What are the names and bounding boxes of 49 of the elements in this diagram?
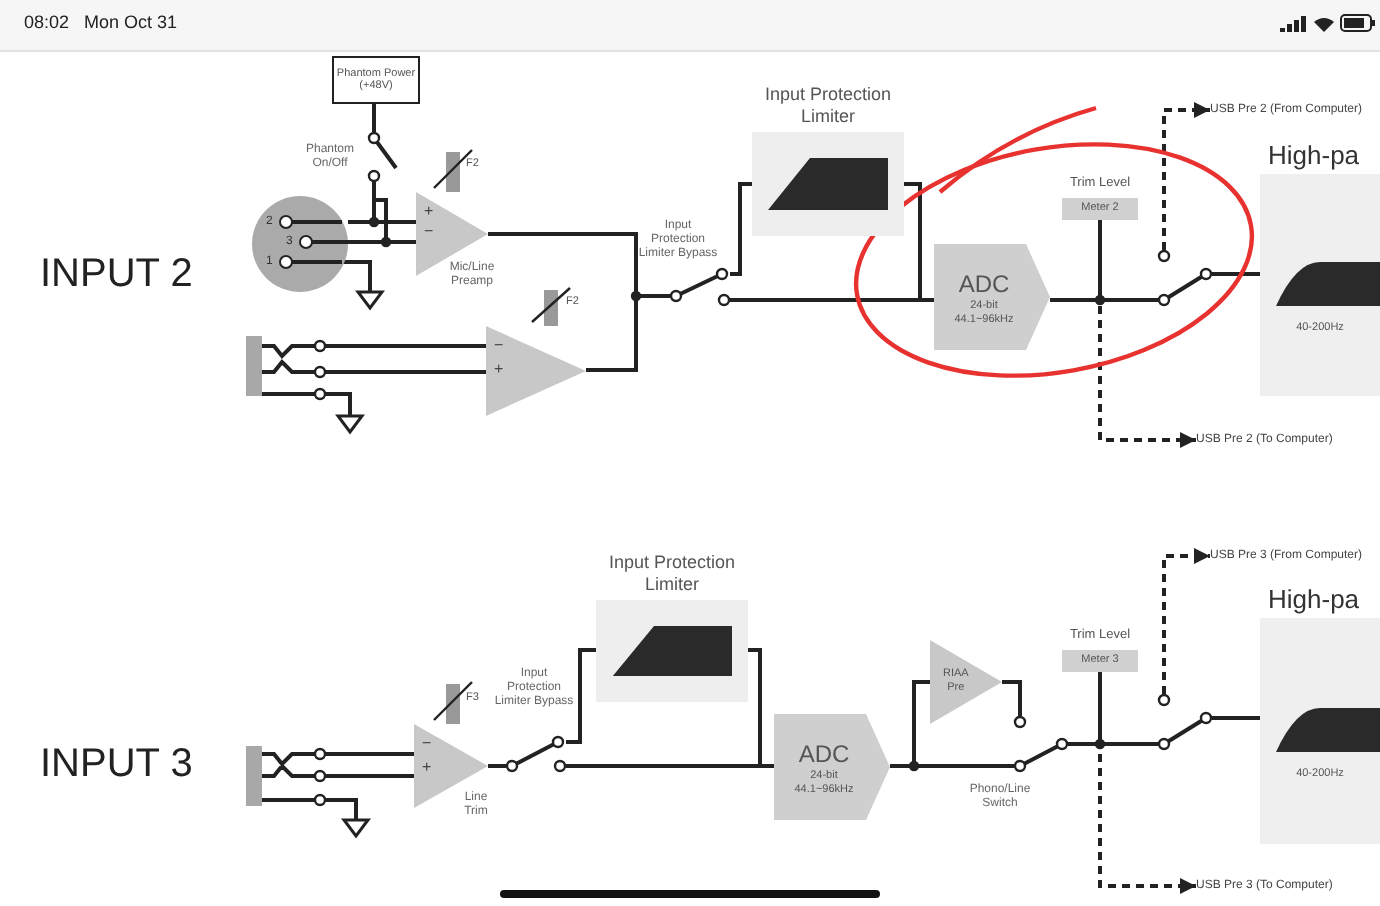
block-heading: High-pa xyxy=(1268,140,1360,170)
wire xyxy=(748,648,774,768)
block-heading: Input Protection Limiter xyxy=(762,84,894,128)
polarity-sign: + xyxy=(494,360,504,378)
filter-block xyxy=(1260,584,1380,844)
switch-symbol xyxy=(1158,694,1212,750)
wire xyxy=(260,344,488,374)
jack-connector xyxy=(246,336,262,396)
wire xyxy=(1212,716,1260,720)
level-meter xyxy=(1056,176,1144,220)
limiter-block xyxy=(596,552,748,702)
converter-block xyxy=(774,714,890,820)
level-meter xyxy=(1056,628,1144,672)
wire xyxy=(566,648,596,744)
status-time: 08:02 xyxy=(24,14,70,34)
amplifier-triangle xyxy=(930,640,1002,724)
section-title: INPUT 3 xyxy=(40,742,193,786)
signal-arrow xyxy=(1162,102,1210,250)
polarity-sign: + xyxy=(422,758,432,776)
signal-arrow xyxy=(1162,548,1210,694)
filter-block xyxy=(1260,140,1380,396)
wire xyxy=(1212,272,1260,276)
wire xyxy=(372,104,376,132)
wire xyxy=(730,182,752,276)
polarity-sign: + xyxy=(424,202,434,220)
block-heading: High-pa xyxy=(1268,584,1360,614)
wire xyxy=(260,752,416,778)
jack-connector xyxy=(246,746,262,806)
switch-symbol xyxy=(1014,716,1068,772)
wire xyxy=(488,764,506,768)
wire xyxy=(904,182,934,302)
block-heading: Input Protection Limiter xyxy=(606,552,738,596)
wire xyxy=(1002,680,1022,716)
switch-symbol xyxy=(1158,250,1212,306)
switch-symbol xyxy=(506,736,566,774)
status-date: Mon Oct 31 xyxy=(84,14,178,34)
wire xyxy=(346,220,418,244)
limiter-block xyxy=(752,84,904,236)
polarity-sign: − xyxy=(494,336,504,354)
amplifier-triangle xyxy=(486,326,586,416)
section-title: INPUT 2 xyxy=(40,252,193,296)
block-title: ADC xyxy=(956,272,1012,296)
polarity-sign: − xyxy=(424,222,434,240)
block-title: ADC xyxy=(796,742,852,766)
switch-symbol xyxy=(670,268,730,306)
polarity-sign: − xyxy=(422,734,432,752)
xlr-connector xyxy=(252,196,348,292)
converter-block xyxy=(934,244,1050,350)
amplifier-triangle xyxy=(414,724,488,808)
